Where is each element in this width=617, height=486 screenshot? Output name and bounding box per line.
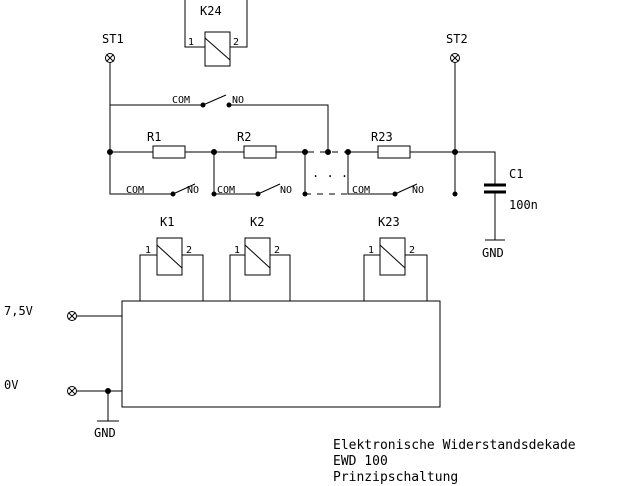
r1-label: R1 bbox=[147, 130, 161, 144]
switch-top bbox=[200, 94, 232, 108]
switch-s1-no: NO bbox=[187, 185, 199, 196]
switch-s1-com: COM bbox=[126, 185, 144, 196]
r2-label: R2 bbox=[237, 130, 251, 144]
relay-k24 bbox=[184, 0, 248, 67]
k1-pin1: 1 bbox=[145, 245, 151, 256]
caption-line1: Elektronische Widerstandsdekade bbox=[333, 438, 576, 453]
k2-pin1: 1 bbox=[234, 245, 240, 256]
terminal-st1-symbol bbox=[105, 53, 115, 63]
switch-s23-com: COM bbox=[352, 185, 370, 196]
switch-s2-no: NO bbox=[280, 185, 292, 196]
ellipsis-label: . . . bbox=[312, 166, 348, 180]
resistor-r2 bbox=[243, 145, 277, 159]
r23-label: R23 bbox=[371, 130, 393, 144]
relay-k2 bbox=[229, 237, 291, 301]
terminal-st2-symbol bbox=[450, 53, 460, 63]
k23-label: K23 bbox=[378, 215, 400, 229]
terminal-st2-label: ST2 bbox=[446, 32, 468, 46]
switch-top-com: COM bbox=[172, 95, 190, 106]
k2-pin2: 2 bbox=[274, 245, 280, 256]
relay-k1 bbox=[139, 237, 204, 301]
resistor-r1 bbox=[152, 145, 186, 159]
k2-label: K2 bbox=[250, 215, 264, 229]
caption-line2: EWD 100 bbox=[333, 454, 388, 469]
switch-s23-no: NO bbox=[412, 185, 424, 196]
terminal-0v-label: 0V bbox=[4, 378, 18, 392]
relay-k23 bbox=[363, 237, 428, 301]
k24-pin1: 1 bbox=[188, 37, 194, 48]
ground-label-bottom: GND bbox=[94, 426, 116, 440]
k23-pin2: 2 bbox=[409, 245, 415, 256]
capacitor-value: 100n bbox=[509, 198, 538, 212]
terminal-0v-symbol bbox=[67, 386, 77, 396]
terminal-75v-label: 7,5V bbox=[4, 304, 33, 318]
k24-pin2: 2 bbox=[233, 37, 239, 48]
k24-label: K24 bbox=[200, 4, 222, 18]
resistor-r23 bbox=[377, 145, 411, 159]
terminal-75v-symbol bbox=[67, 311, 77, 321]
capacitor-c1 bbox=[484, 183, 506, 194]
caption-line3: Prinzipschaltung bbox=[333, 470, 458, 485]
switch-s2-com: COM bbox=[217, 185, 235, 196]
switch-s23 bbox=[392, 183, 458, 197]
k1-pin2: 2 bbox=[186, 245, 192, 256]
capacitor-name: C1 bbox=[509, 167, 523, 181]
ground-label-cap: GND bbox=[482, 246, 504, 260]
switch-top-no: NO bbox=[232, 95, 244, 106]
k1-label: K1 bbox=[160, 215, 174, 229]
k23-pin1: 1 bbox=[368, 245, 374, 256]
terminal-st1-label: ST1 bbox=[102, 32, 124, 46]
control-block bbox=[121, 300, 441, 408]
